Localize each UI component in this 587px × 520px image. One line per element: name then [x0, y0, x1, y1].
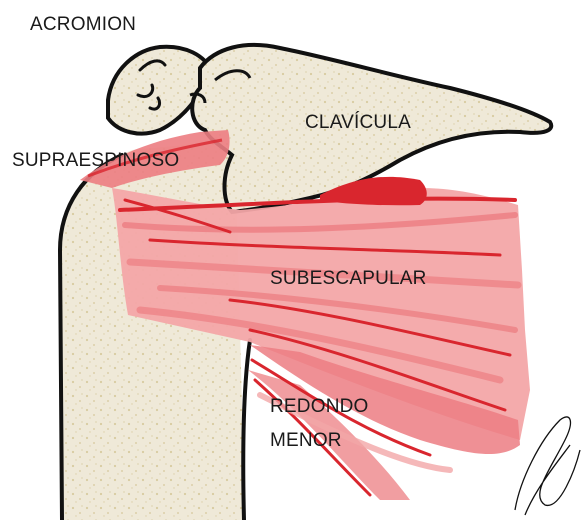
label-supraespinoso: SUPRAESPINOSO — [12, 150, 179, 171]
label-clavicula: CLAVÍCULA — [305, 112, 411, 133]
label-menor: MENOR — [270, 430, 342, 451]
signature-scribble — [515, 417, 580, 515]
label-redondo: REDONDO — [270, 396, 369, 417]
label-subescapular: SUBESCAPULAR — [270, 268, 427, 289]
humerus-outline-right — [243, 340, 250, 520]
label-acromion: ACROMION — [30, 14, 136, 35]
